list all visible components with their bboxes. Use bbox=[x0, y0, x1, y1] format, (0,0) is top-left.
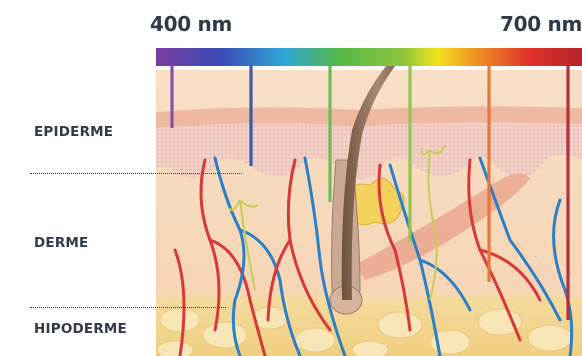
dermis-hypodermis-divider bbox=[30, 307, 226, 308]
wavelength-start-label: 400 nm bbox=[150, 12, 232, 36]
hypodermis-label: HIPODERME bbox=[34, 321, 127, 337]
epidermis-label: EPIDERME bbox=[34, 124, 113, 140]
dermis-label: DERME bbox=[34, 235, 88, 251]
wavelength-end-label: 700 nm bbox=[500, 12, 582, 36]
spectrum-bar bbox=[156, 48, 582, 66]
epidermis-dermis-divider bbox=[30, 173, 242, 174]
